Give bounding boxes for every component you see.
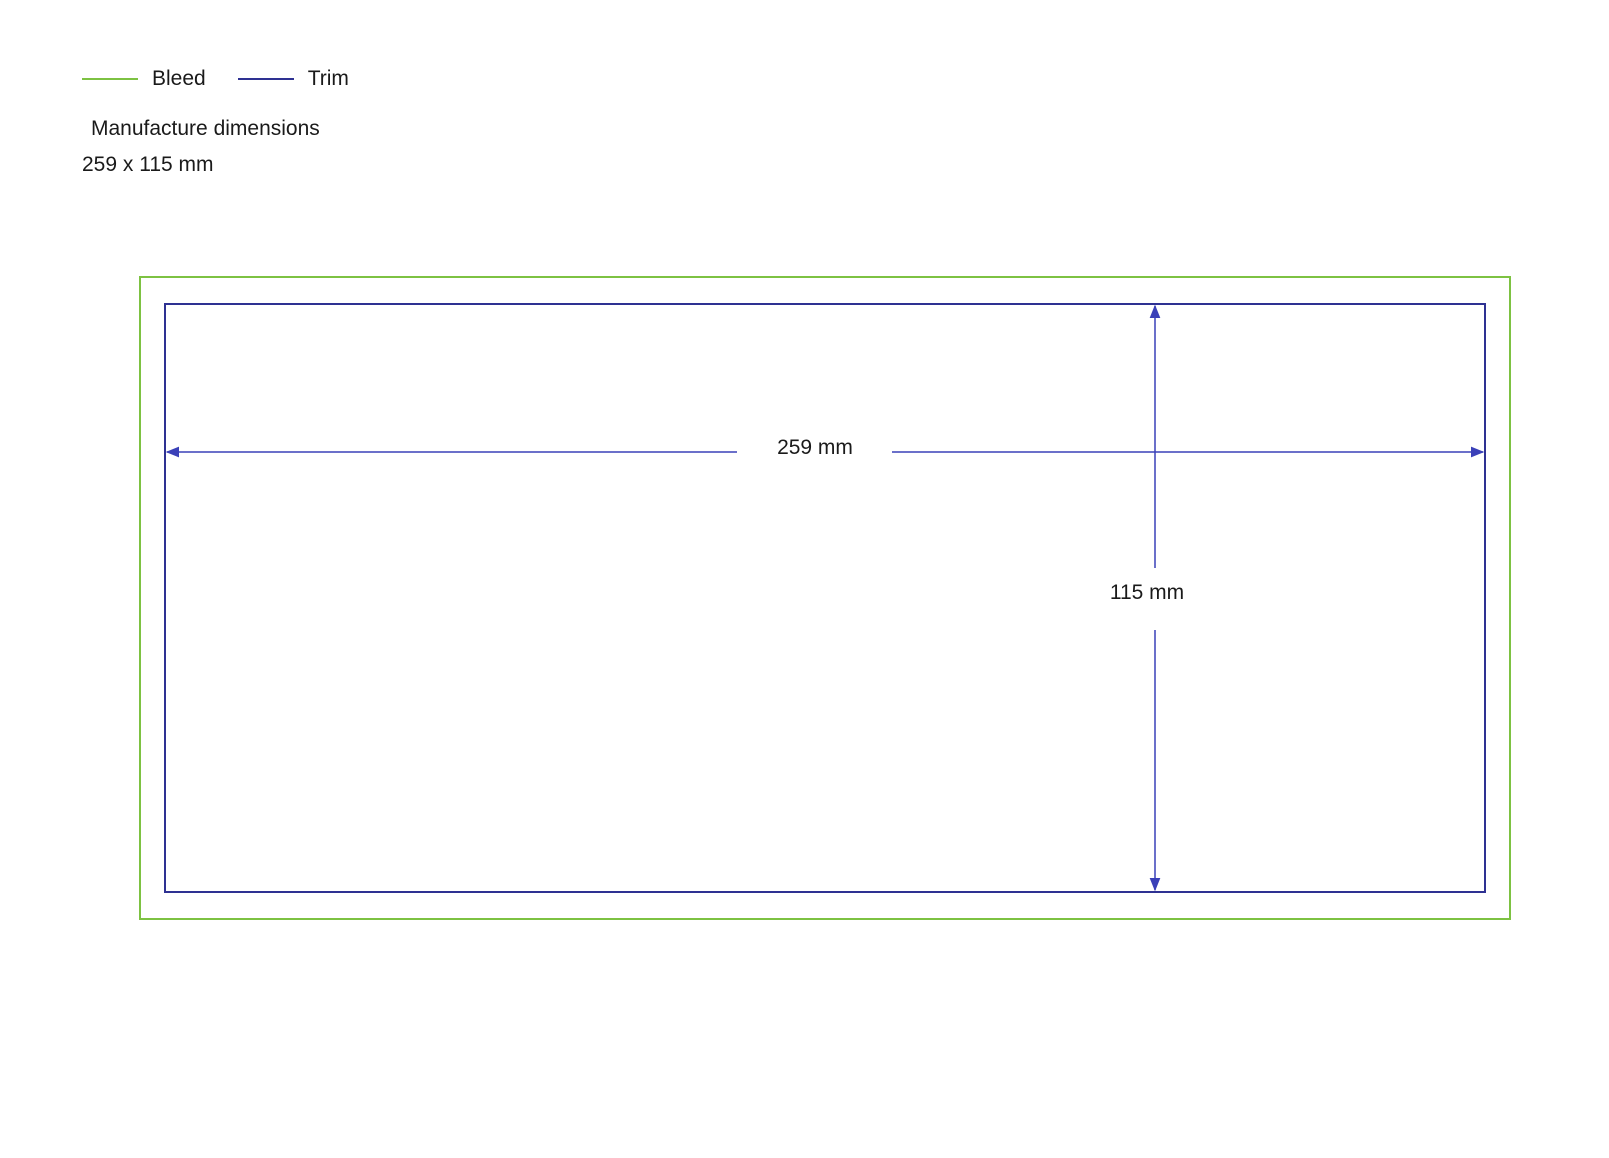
bleed-rect xyxy=(139,276,1511,920)
width-dimension-label: 259 mm xyxy=(745,435,885,461)
legend-item-bleed: Bleed xyxy=(82,66,206,92)
legend-label-bleed: Bleed xyxy=(152,67,206,90)
bleed-line-swatch xyxy=(82,78,138,80)
height-dimension-label: 115 mm xyxy=(1092,580,1202,606)
legend-label-trim: Trim xyxy=(307,67,349,90)
spec-title: Manufacture dimensions xyxy=(91,117,320,140)
spec-value: 259 x 115 mm xyxy=(82,153,214,176)
legend: Bleed Trim xyxy=(82,66,381,92)
legend-item-trim: Trim xyxy=(237,66,349,92)
trim-line-swatch xyxy=(237,78,294,80)
trim-rect xyxy=(164,303,1486,893)
